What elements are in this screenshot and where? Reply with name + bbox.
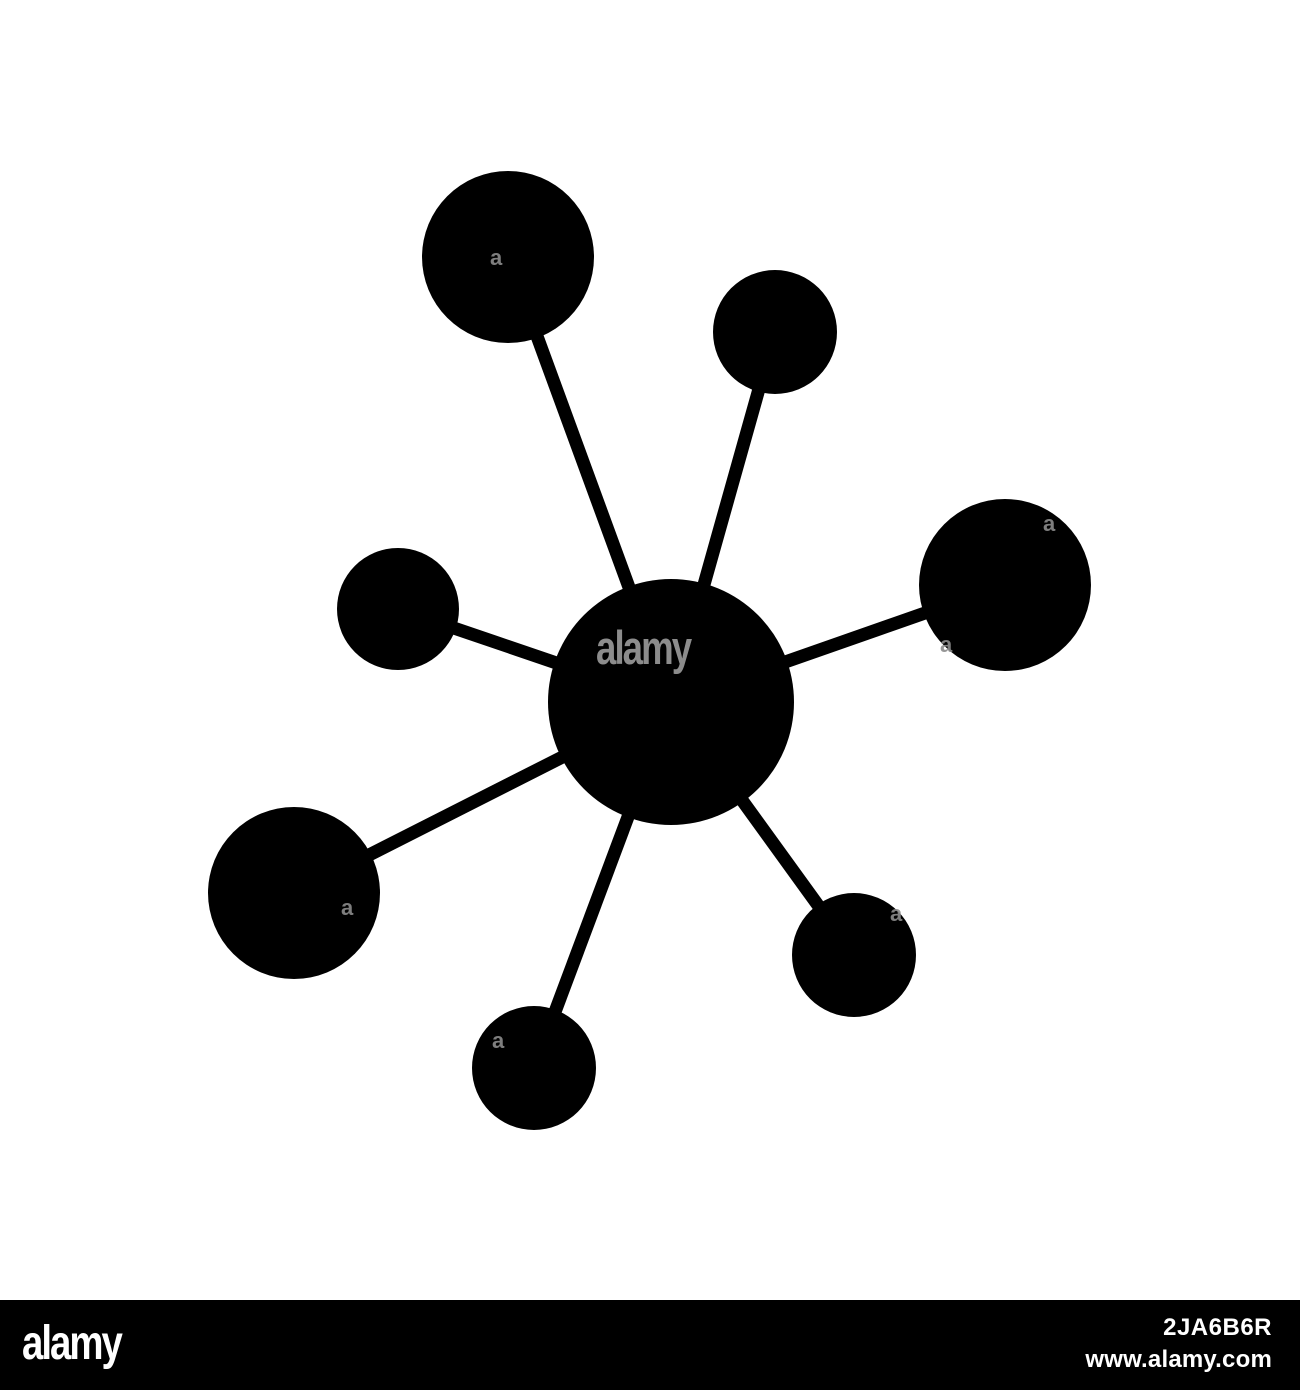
watermark-mark: a [1043, 511, 1056, 536]
watermark-mark: a [492, 1028, 505, 1053]
watermark-mark: a [341, 895, 354, 920]
node-right [919, 499, 1091, 671]
node-top-left [422, 171, 594, 343]
image-id: 2JA6B6R [1163, 1314, 1272, 1341]
node-bottom-left [208, 807, 380, 979]
node-left [337, 548, 459, 670]
watermark-mark: a [490, 245, 503, 270]
footer-info: 2JA6B6R www.alamy.com [1085, 1312, 1272, 1376]
hub-node [548, 579, 794, 825]
footer-bar: alamy 2JA6B6R www.alamy.com [0, 1300, 1300, 1390]
watermark-mark: a [940, 632, 953, 657]
watermark-mark: a [890, 901, 903, 926]
nodes [208, 171, 1091, 1130]
node-bottom [472, 1006, 596, 1130]
node-bottom-right [792, 893, 916, 1017]
node-top-right [713, 270, 837, 394]
watermark-center: alamy [596, 621, 692, 674]
network-molecule-icon [208, 171, 1091, 1130]
site-url: www.alamy.com [1085, 1346, 1272, 1373]
footer-logo: alamy [22, 1317, 123, 1370]
image-canvas: alamy a a a a a a [208, 171, 1091, 1130]
